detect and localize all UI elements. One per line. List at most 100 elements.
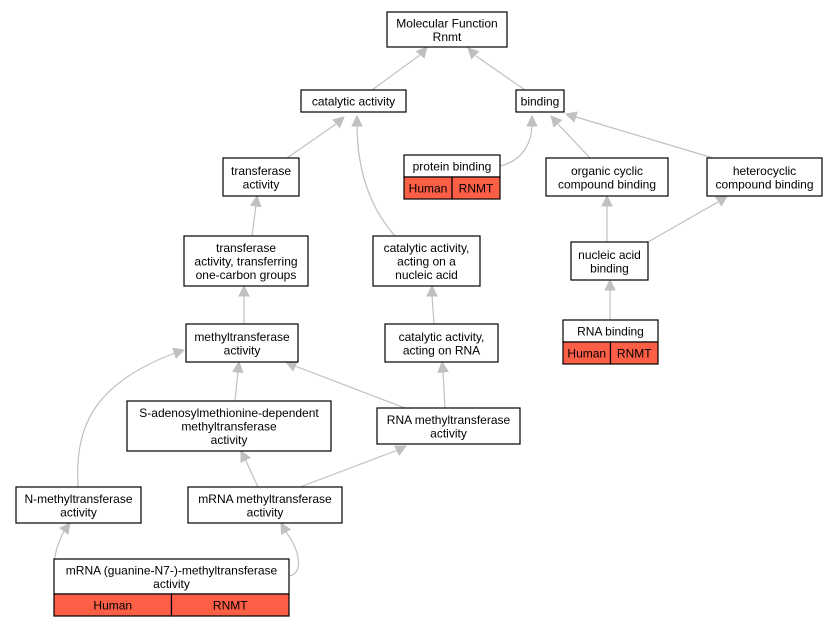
node-box: [515, 89, 565, 113]
node-label-line: activity: [430, 426, 467, 440]
node-box: [187, 486, 343, 524]
edge-binding-to-molecular-function: [467, 47, 526, 91]
annotation-species-label: Human: [93, 599, 132, 613]
node-box: [300, 89, 407, 113]
node-label-line: transferase: [231, 164, 291, 178]
node-label-line: compound binding: [558, 177, 656, 191]
node-binding[interactable]: binding: [515, 89, 565, 113]
arrowhead: [426, 284, 438, 297]
node-box: [570, 241, 649, 281]
node-label-line: protein binding: [413, 160, 492, 174]
node-box: [15, 486, 142, 524]
node-label-line: binding: [590, 261, 629, 275]
arrowhead: [232, 360, 244, 374]
annotation-gene-cell: [451, 176, 501, 200]
node-label-line: organic cyclic: [571, 164, 643, 178]
node-box: [185, 323, 299, 363]
node-label-line: activity: [60, 505, 97, 519]
edge-line: [285, 531, 299, 577]
edges: [53, 46, 728, 577]
node-mrna-guanine-n7-methyltransferase[interactable]: mRNA (guanine-N7-)-methyltransferaseacti…: [53, 558, 290, 617]
edge-line: [499, 123, 533, 167]
node-box: [183, 235, 309, 287]
edge-catalytic-activity-to-molecular-function: [371, 46, 428, 91]
arrowhead: [284, 360, 298, 372]
edge-line: [575, 116, 714, 159]
edge-line: [442, 370, 446, 409]
annotation-gene-label: RNMT: [459, 182, 494, 196]
node-catalytic-activity-rna[interactable]: catalytic activity,acting on RNA: [384, 323, 499, 363]
edge-line: [647, 201, 719, 243]
node-label-line: activity: [153, 577, 190, 591]
edge-catalytic-activity-rna-to-catalytic-activity-nucleic-acid: [426, 284, 438, 325]
arrowhead: [332, 116, 345, 129]
node-box: [386, 11, 508, 48]
node-label-line: methyltransferase: [181, 420, 277, 434]
edge-organic-cyclic-compound-binding-to-binding: [550, 115, 591, 159]
edge-line: [251, 204, 257, 237]
node-label-line: N-methyltransferase: [24, 492, 132, 506]
node-label-line: acting on a: [397, 255, 456, 269]
node-label-line: RNA methyltransferase: [387, 413, 511, 427]
arrowhead: [564, 111, 578, 123]
arrowhead: [238, 284, 250, 297]
node-label-line: activity: [243, 177, 280, 191]
edge-line: [234, 370, 239, 402]
arrowhead: [59, 522, 71, 535]
node-box: [384, 323, 499, 363]
node-box: [126, 400, 332, 452]
node-label-line: catalytic activity: [312, 95, 395, 109]
edge-mrna-guanine-n7-methyltransferase-to-mrna-methyltransferase: [280, 522, 299, 577]
edge-heterocyclic-compound-binding-to-binding: [564, 111, 714, 159]
edge-transferase-one-carbon-to-transferase-activity: [250, 194, 262, 237]
edge-line: [244, 458, 259, 488]
arrowhead: [715, 195, 728, 207]
edge-line: [356, 123, 396, 237]
edge-n-methyltransferase-to-methyltransferase-activity: [77, 347, 186, 488]
node-label-line: activity, transferring: [194, 255, 297, 269]
edge-line: [77, 352, 176, 488]
edge-line: [475, 55, 526, 91]
arrowhead: [467, 47, 480, 60]
annotation-gene-cell: [609, 341, 659, 365]
arrowhead: [604, 278, 616, 291]
edge-mrna-methyltransferase-to-rna-methyltransferase: [299, 445, 407, 488]
node-label-line: S-adenosylmethionine-dependent: [139, 406, 319, 420]
node-label-line: RNA binding: [577, 325, 644, 339]
node-box: [545, 157, 669, 197]
arrowhead: [415, 46, 428, 59]
edge-line: [294, 365, 406, 409]
node-box: [706, 157, 823, 197]
node-label-line: activity: [247, 505, 284, 519]
node-sam-dependent-methyltransferase[interactable]: S-adenosylmethionine-dependentmethyltran…: [126, 400, 332, 452]
node-label-line: activity: [224, 343, 261, 357]
arrowhead: [172, 347, 186, 359]
edge-line: [286, 123, 337, 159]
node-catalytic-activity[interactable]: catalytic activity: [300, 89, 407, 113]
node-label-line: compound binding: [715, 177, 813, 191]
arrowhead: [351, 114, 363, 127]
edge-protein-binding-to-binding: [499, 114, 538, 167]
node-label-line: methyltransferase: [194, 330, 290, 344]
node-box: [222, 157, 300, 197]
arrowhead: [280, 522, 292, 535]
edge-catalytic-activity-nucleic-acid-to-catalytic-activity: [351, 114, 396, 237]
edge-nucleic-acid-binding-to-heterocyclic-compound-binding: [647, 195, 728, 243]
node-box: [372, 235, 481, 287]
node-box: [53, 558, 290, 595]
